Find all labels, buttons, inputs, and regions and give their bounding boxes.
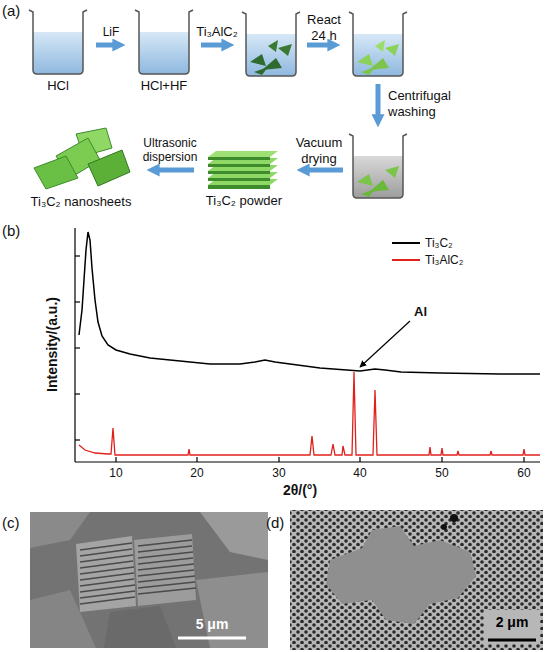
tick-label: 60: [511, 466, 537, 480]
sem-image: [290, 510, 543, 650]
beaker: [349, 12, 407, 76]
beaker: [27, 8, 89, 76]
tick-label: 20: [184, 466, 210, 480]
panel-label: (c): [2, 514, 32, 532]
panel-label: (a): [2, 2, 32, 20]
process-arrow: [96, 43, 113, 48]
panel-label: (d): [266, 514, 290, 532]
node-label: HCl: [22, 78, 94, 93]
step-label: Vacuum drying: [294, 135, 344, 167]
step-label: Ti₃AlC₂: [187, 24, 247, 40]
legend-label: Ti₃C₂: [425, 235, 453, 251]
xrd-curve: [79, 372, 540, 455]
tick-label: 10: [103, 466, 129, 480]
powder-stack: [206, 149, 282, 191]
process-arrow: [159, 168, 194, 173]
tick-label: 30: [266, 466, 292, 480]
legend-line: [392, 259, 420, 261]
beaker: [133, 8, 195, 76]
legend-label: Ti₃AlC₂: [425, 252, 463, 268]
node-label: HCl+HF: [128, 78, 200, 93]
node-label: Ti₃C₂ powder: [198, 193, 290, 208]
tick-label: 40: [347, 466, 373, 480]
tick-label: 50: [429, 466, 455, 480]
nanosheet-illustration: [26, 126, 136, 192]
leader-arrow: [360, 321, 410, 367]
process-node: Ti₃C₂ powder: [198, 149, 290, 208]
xrd-curve: [79, 232, 540, 374]
axis-title: 2θ/(°): [250, 482, 350, 499]
legend-line: [392, 242, 420, 244]
chart-axes: [75, 228, 540, 462]
scale-bar-label: 2 μm: [486, 614, 538, 631]
sem-image: [30, 512, 268, 648]
step-label: Centrifugal washing: [388, 88, 460, 120]
node-label: Ti₃C₂ nanosheets: [20, 194, 142, 209]
process-node: HCl+HF: [128, 8, 200, 93]
process-arrow: [201, 45, 378, 170]
arrow-label: LiF: [91, 25, 131, 39]
beaker: [349, 134, 407, 198]
arrow-label: Ultrasonic dispersion: [138, 136, 202, 164]
peak-annotation: Al: [414, 304, 444, 320]
step-label: React 24 h: [304, 12, 344, 44]
beaker: [242, 12, 300, 76]
process-node: Ti₃C₂ nanosheets: [20, 126, 142, 209]
axis-title: Intensity/(a.u.): [44, 245, 61, 445]
panel-label: (b): [2, 222, 32, 240]
process-node: HCl: [22, 8, 94, 93]
scale-bar-label: 5 μm: [182, 616, 242, 633]
